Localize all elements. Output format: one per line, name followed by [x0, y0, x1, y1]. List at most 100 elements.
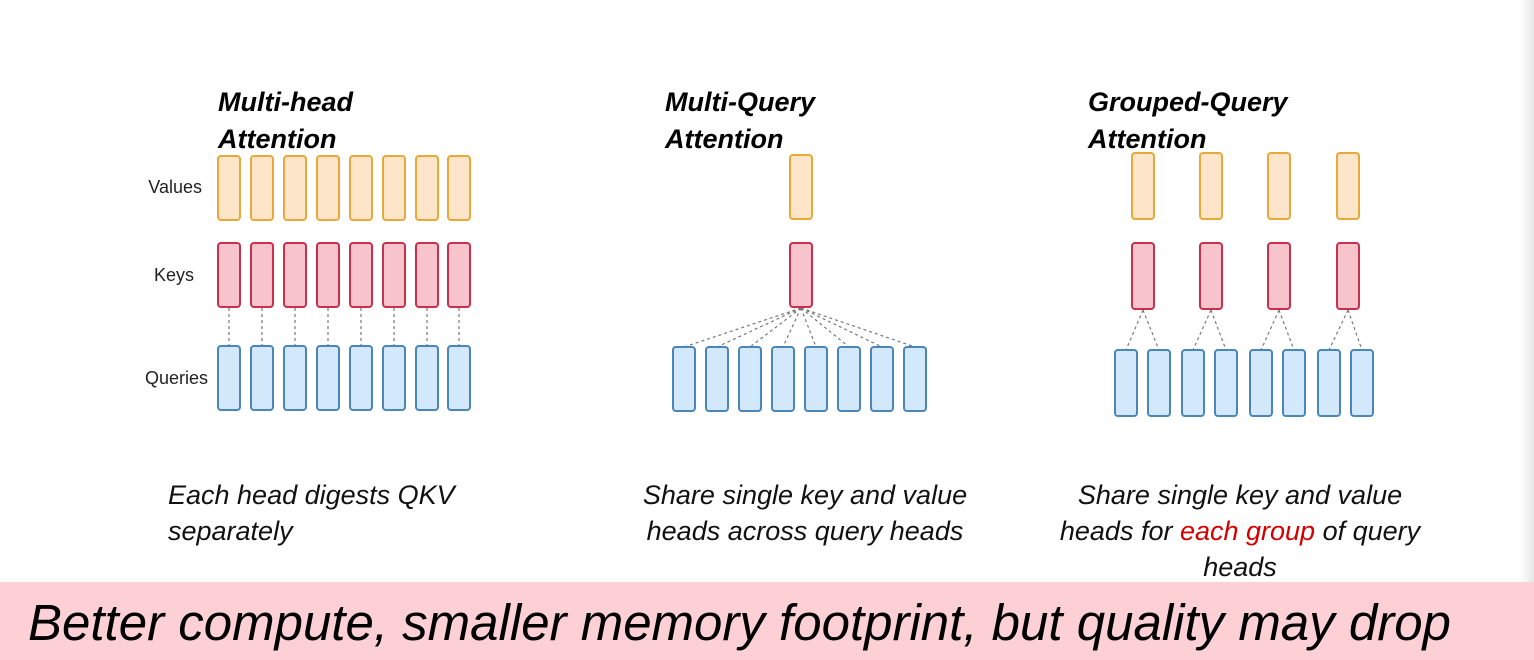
query-head: [1282, 349, 1306, 417]
mqa-caption: Share single key and value heads across …: [620, 477, 990, 549]
connector-line: [749, 307, 802, 348]
gqa-value-heads: [1131, 152, 1360, 220]
mha-title: Multi-head Attention: [218, 84, 353, 158]
value-head: [1131, 152, 1155, 220]
gqa-title-line2: Attention: [1088, 124, 1207, 154]
row-label-values: Values: [148, 177, 202, 197]
gqa-connectors: [1125, 309, 1363, 351]
key-head: [217, 242, 241, 308]
gqa-caption-line3: heads: [1203, 552, 1277, 582]
query-head: [382, 345, 406, 411]
key-head: [1199, 242, 1223, 310]
query-head: [1317, 349, 1341, 417]
mha-connectors: [228, 308, 460, 346]
query-head: [283, 345, 307, 411]
mha-key-heads: [217, 242, 471, 308]
gqa-caption-line1: Share single key and value: [1077, 480, 1403, 510]
mqa-key-heads: [789, 242, 813, 308]
key-head: [1267, 242, 1291, 310]
key-head: [316, 242, 340, 308]
query-head: [250, 345, 274, 411]
mqa-title-line2: Attention: [665, 124, 784, 154]
key-head: [250, 242, 274, 308]
connector-line: [716, 307, 802, 348]
value-head: [382, 155, 406, 221]
mqa-value-heads: [789, 154, 813, 220]
query-head: [1114, 349, 1138, 417]
bottom-banner: [0, 582, 1534, 660]
query-head: [349, 345, 373, 411]
gqa-caption: Share single key and value heads for eac…: [1030, 477, 1450, 585]
value-head: [283, 155, 307, 221]
gqa-caption-pre: heads for: [1059, 516, 1180, 546]
mha-value-heads: [217, 155, 471, 221]
gqa-key-heads: [1131, 242, 1360, 310]
query-head: [217, 345, 241, 411]
mqa-caption-line2: heads across query heads: [646, 516, 964, 546]
connector-line: [1192, 309, 1212, 351]
gqa-query-heads: [1114, 349, 1374, 417]
mha-caption-line2: separately: [168, 516, 293, 546]
value-head: [1199, 152, 1223, 220]
key-head: [382, 242, 406, 308]
gqa-caption-post: of query: [1315, 516, 1421, 546]
connector-line: [1328, 309, 1349, 351]
query-head: [672, 346, 696, 412]
connector-line: [800, 307, 883, 348]
mqa-title: Multi-Query Attention: [665, 84, 815, 158]
query-head: [771, 346, 795, 412]
query-head: [804, 346, 828, 412]
slide-edge-shadow: [1520, 0, 1534, 582]
gqa-caption-highlight: each group: [1179, 516, 1316, 546]
value-head: [1336, 152, 1360, 220]
connector-line: [800, 307, 817, 348]
mha-query-heads: [217, 345, 471, 411]
key-head: [415, 242, 439, 308]
key-head: [447, 242, 471, 308]
query-head: [870, 346, 894, 412]
value-head: [316, 155, 340, 221]
connector-line: [800, 307, 850, 348]
banner-text: Better compute, smaller memory footprint…: [28, 594, 1451, 651]
mha-caption: Each head digests QKV separately: [168, 477, 455, 549]
mha-title-line1: Multi-head: [218, 87, 353, 117]
row-label-queries: Queries: [144, 368, 208, 388]
query-head: [415, 345, 439, 411]
query-head: [447, 345, 471, 411]
value-head: [250, 155, 274, 221]
query-head: [1181, 349, 1205, 417]
query-head: [1249, 349, 1273, 417]
connector-line: [1278, 309, 1295, 351]
connector-line: [683, 307, 802, 348]
query-head: [316, 345, 340, 411]
connector-line: [782, 307, 802, 348]
query-head: [903, 346, 927, 412]
value-head: [415, 155, 439, 221]
query-head: [705, 346, 729, 412]
connector-line: [1125, 309, 1144, 351]
gqa-title: Grouped-Query Attention: [1088, 84, 1288, 158]
key-head: [1336, 242, 1360, 310]
connector-line: [1347, 309, 1363, 351]
mqa-connectors: [683, 307, 916, 348]
connector-line: [1260, 309, 1280, 351]
key-head: [789, 242, 813, 308]
mqa-caption-line1: Share single key and value: [642, 480, 968, 510]
query-head: [1214, 349, 1238, 417]
value-head: [789, 154, 813, 220]
key-head: [1131, 242, 1155, 310]
value-head: [349, 155, 373, 221]
connector-line: [800, 307, 916, 348]
mha-title-line2: Attention: [218, 124, 337, 154]
gqa-caption-line2: heads for each group of query: [1030, 513, 1450, 549]
value-head: [217, 155, 241, 221]
query-head: [1147, 349, 1171, 417]
mha-caption-line1: Each head digests QKV: [168, 480, 455, 510]
query-head: [738, 346, 762, 412]
value-head: [1267, 152, 1291, 220]
mqa-title-line1: Multi-Query: [665, 87, 816, 117]
connector-line: [1142, 309, 1160, 351]
key-head: [283, 242, 307, 308]
row-label-keys: Keys: [153, 265, 194, 285]
connector-line: [1210, 309, 1227, 351]
